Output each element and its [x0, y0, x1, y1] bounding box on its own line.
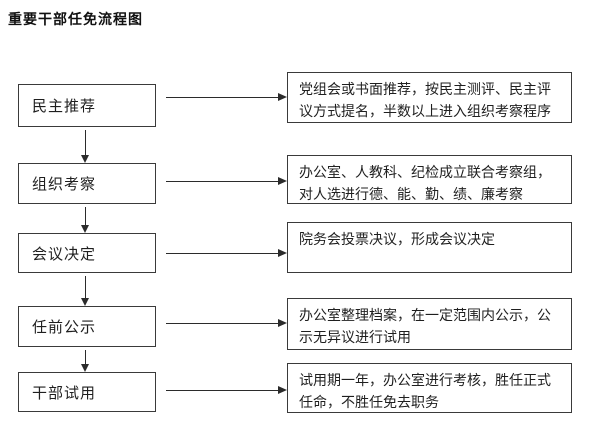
page-title: 重要干部任免流程图 [8, 12, 143, 28]
right-arrow-icon [166, 319, 287, 327]
detail-text: 院务会投票决议，形成会议决定 [299, 232, 495, 248]
right-arrow-icon [166, 177, 287, 185]
down-arrow-icon [81, 130, 90, 163]
stage-box-meeting-decision: 会议决定 [18, 233, 156, 273]
stage-box-cadre-probation: 干部试用 [18, 372, 156, 412]
detail-box-pre-appointment-publicity: 办公室整理档案，在一定范围内公示，公示无异议进行试用 [287, 298, 572, 350]
stage-label: 干部试用 [32, 383, 97, 402]
right-arrow-icon [166, 249, 287, 257]
stage-box-organizational-inspection: 组织考察 [18, 163, 156, 204]
stage-box-pre-appointment-publicity: 任前公示 [18, 306, 156, 347]
stage-label: 会议决定 [32, 244, 97, 263]
detail-text: 办公室整理档案，在一定范围内公示，公示无异议进行试用 [299, 308, 551, 346]
down-arrow-icon [81, 207, 90, 233]
detail-box-cadre-probation: 试用期一年，办公室进行考核，胜任正式任命，不胜任免去职务 [287, 363, 572, 413]
detail-box-democratic-recommendation: 党组会或书面推荐，按民主测评、民主评议方式提名，半数以上进入组织考察程序 [287, 72, 572, 123]
stage-label: 民主推荐 [32, 97, 97, 115]
down-arrow-icon [81, 276, 90, 306]
detail-text: 党组会或书面推荐，按民主测评、民主评议方式提名，半数以上进入组织考察程序 [299, 82, 551, 120]
right-arrow-icon [166, 93, 287, 101]
stage-box-democratic-recommendation: 民主推荐 [18, 84, 156, 127]
stage-label: 组织考察 [32, 175, 97, 193]
detail-box-organizational-inspection: 办公室、人教科、纪检成立联合考察组，对人选进行德、能、勤、绩、廉考察 [287, 155, 572, 204]
stage-label: 任前公示 [32, 318, 97, 336]
right-arrow-icon [166, 386, 287, 394]
detail-text: 办公室、人教科、纪检成立联合考察组，对人选进行德、能、勤、绩、廉考察 [299, 165, 551, 203]
down-arrow-icon [81, 350, 90, 372]
detail-box-meeting-decision: 院务会投票决议，形成会议决定 [287, 222, 572, 273]
detail-text: 试用期一年，办公室进行考核，胜任正式任命，不胜任免去职务 [299, 373, 551, 411]
